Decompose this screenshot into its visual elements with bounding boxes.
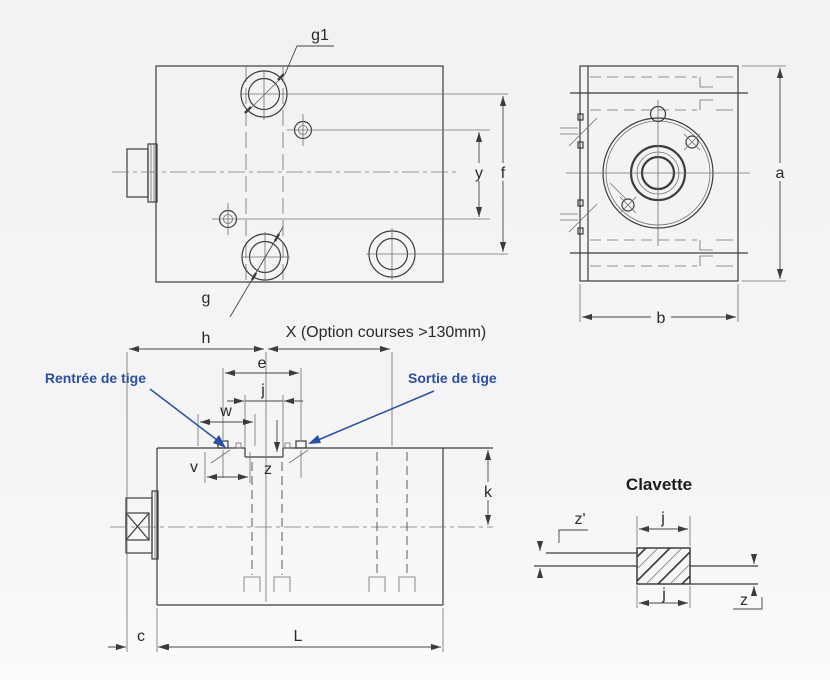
rod-stub-side bbox=[125, 490, 159, 560]
dim-label-g: g bbox=[202, 290, 211, 307]
key-cross-section bbox=[636, 547, 691, 585]
side-port-marks-lower bbox=[560, 199, 598, 235]
dim-label-h: h bbox=[202, 330, 211, 347]
dim-label-g1: g1 bbox=[311, 27, 329, 44]
small-hole-lower bbox=[212, 203, 490, 235]
end-view: a b bbox=[560, 65, 788, 327]
dim-label-b: b bbox=[657, 310, 666, 327]
dim-label-v: v bbox=[190, 459, 198, 476]
end-block-outline bbox=[579, 65, 739, 282]
mounting-holes bbox=[243, 452, 416, 592]
dim-label-j: j bbox=[260, 382, 265, 399]
dim-label-f: f bbox=[501, 165, 506, 182]
side-view: h X (Option courses >130mm) e j w v z k bbox=[45, 324, 497, 652]
small-hole-upper bbox=[287, 114, 490, 146]
block-outline bbox=[155, 65, 444, 283]
g1-leader bbox=[284, 45, 334, 75]
dim-label-y: y bbox=[475, 165, 483, 182]
dim-label-z-prime: z' bbox=[574, 511, 585, 528]
dim-label-z-key: z bbox=[740, 592, 748, 609]
dim-label-j-bottom: j bbox=[661, 586, 666, 603]
dim-label-k: k bbox=[484, 484, 493, 501]
dim-label-j-top: j bbox=[660, 510, 665, 527]
dim-label-c: c bbox=[137, 628, 145, 645]
rod-stub bbox=[126, 143, 158, 203]
cylinder-bore-circles bbox=[566, 100, 750, 246]
crossed-hole-upper bbox=[683, 133, 701, 151]
port-retract-symbol bbox=[210, 440, 242, 478]
rod-extend-arrow bbox=[308, 390, 435, 444]
rod-retract-label: Rentrée de tige bbox=[45, 370, 146, 386]
port-g-circle bbox=[229, 226, 290, 318]
crossed-hole-lower bbox=[619, 196, 637, 214]
dim-line-z-key bbox=[733, 554, 763, 610]
dim-label-e: e bbox=[258, 355, 267, 372]
rod-extend-label: Sortie de tige bbox=[408, 370, 497, 386]
key-detail-view: Clavette j j z' bbox=[534, 475, 763, 610]
block-side-outline bbox=[156, 447, 493, 606]
extension-lines bbox=[156, 368, 444, 652]
port-extend-symbol bbox=[284, 440, 309, 478]
port-g1-circle bbox=[240, 70, 508, 120]
bolt-hole-circle bbox=[366, 228, 508, 280]
key-detail-title: Clavette bbox=[626, 475, 692, 494]
dim-label-z: z bbox=[264, 461, 272, 478]
option-stroke-note: X (Option courses >130mm) bbox=[286, 324, 487, 341]
dim-line-z-prime bbox=[536, 529, 588, 578]
top-view: g1 g bbox=[112, 27, 511, 318]
rod-retract-arrow bbox=[149, 388, 226, 448]
hidden-hole-rows bbox=[590, 76, 733, 267]
dim-label-w: w bbox=[219, 403, 232, 420]
side-port-marks-upper bbox=[560, 113, 598, 149]
dim-label-L: L bbox=[294, 628, 303, 645]
dim-label-a: a bbox=[776, 165, 785, 182]
